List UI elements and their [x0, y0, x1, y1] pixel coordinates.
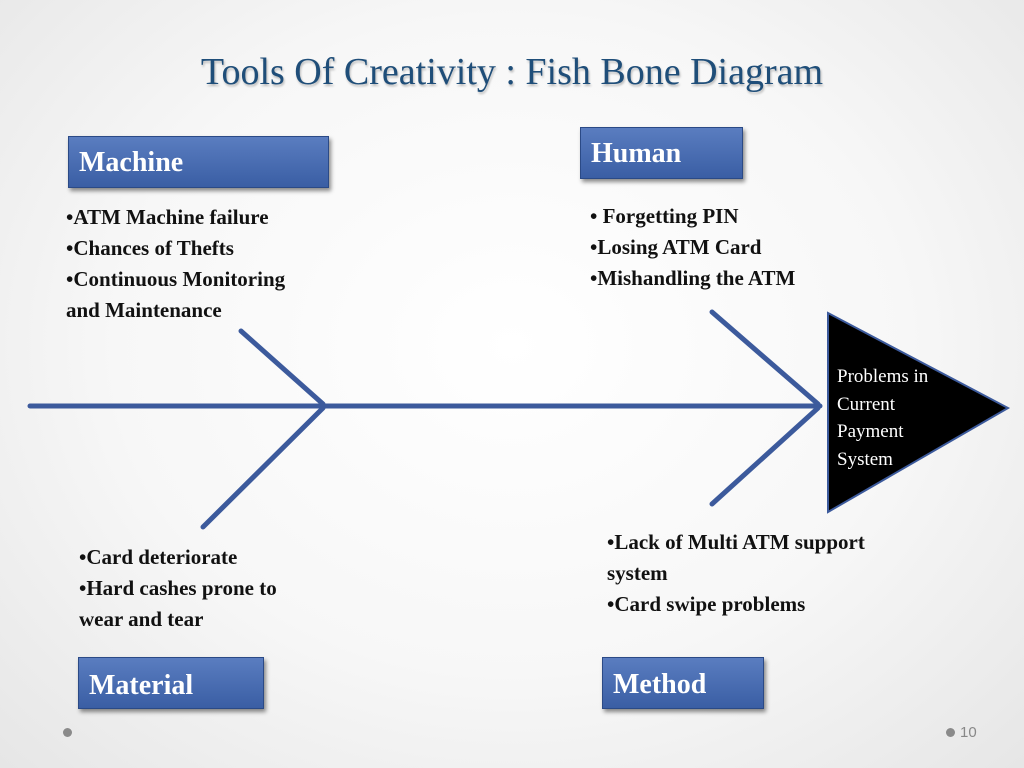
- cause-item: •Losing ATM Card: [590, 235, 762, 259]
- problem-line: Payment: [837, 421, 904, 442]
- cause-item: •Chances of Thefts: [66, 236, 234, 260]
- problem-line: Current: [837, 393, 896, 415]
- cause-item: system: [607, 561, 668, 585]
- cause-item: wear and tear: [79, 607, 204, 631]
- cause-item: •Lack of Multi ATM support: [607, 530, 865, 554]
- category-human: Human: [580, 127, 743, 179]
- human-bone: [709, 309, 821, 407]
- material-causes: •Card deteriorate •Hard cashes prone to …: [79, 542, 277, 635]
- slide-title: Tools Of Creativity : Fish Bone Diagram: [200, 51, 824, 93]
- material-bone: [200, 405, 326, 530]
- machine-causes: •ATM Machine failure •Chances of Thefts …: [66, 202, 285, 326]
- problem-statement: Problems in Current Payment System: [837, 363, 977, 473]
- cause-item: •Card deteriorate: [79, 545, 238, 569]
- cause-item: •Continuous Monitoring: [66, 267, 286, 291]
- category-method: Method: [602, 657, 764, 709]
- cause-item: •ATM Machine failure: [66, 205, 269, 229]
- cause-item: and Maintenance: [66, 298, 222, 322]
- cause-item: • Forgetting PIN: [590, 204, 739, 228]
- method-bone: [709, 405, 821, 507]
- right-footer-dot: [946, 728, 955, 737]
- cause-item: •Hard cashes prone to: [79, 576, 277, 600]
- problem-line: Problems in: [837, 366, 929, 387]
- cause-item: •Card swipe problems: [607, 592, 806, 616]
- human-causes: • Forgetting PIN •Losing ATM Card •Misha…: [590, 201, 795, 294]
- problem-line: System: [837, 448, 893, 470]
- fish-head: [827, 311, 1011, 514]
- page-number: 10: [960, 724, 977, 741]
- category-material: Material: [78, 657, 264, 709]
- cause-item: •Mishandling the ATM: [590, 266, 796, 290]
- category-machine: Machine: [68, 136, 329, 188]
- left-footer-dot: [63, 728, 72, 737]
- method-causes: •Lack of Multi ATM support system •Card …: [607, 527, 865, 620]
- machine-bone: [238, 328, 326, 407]
